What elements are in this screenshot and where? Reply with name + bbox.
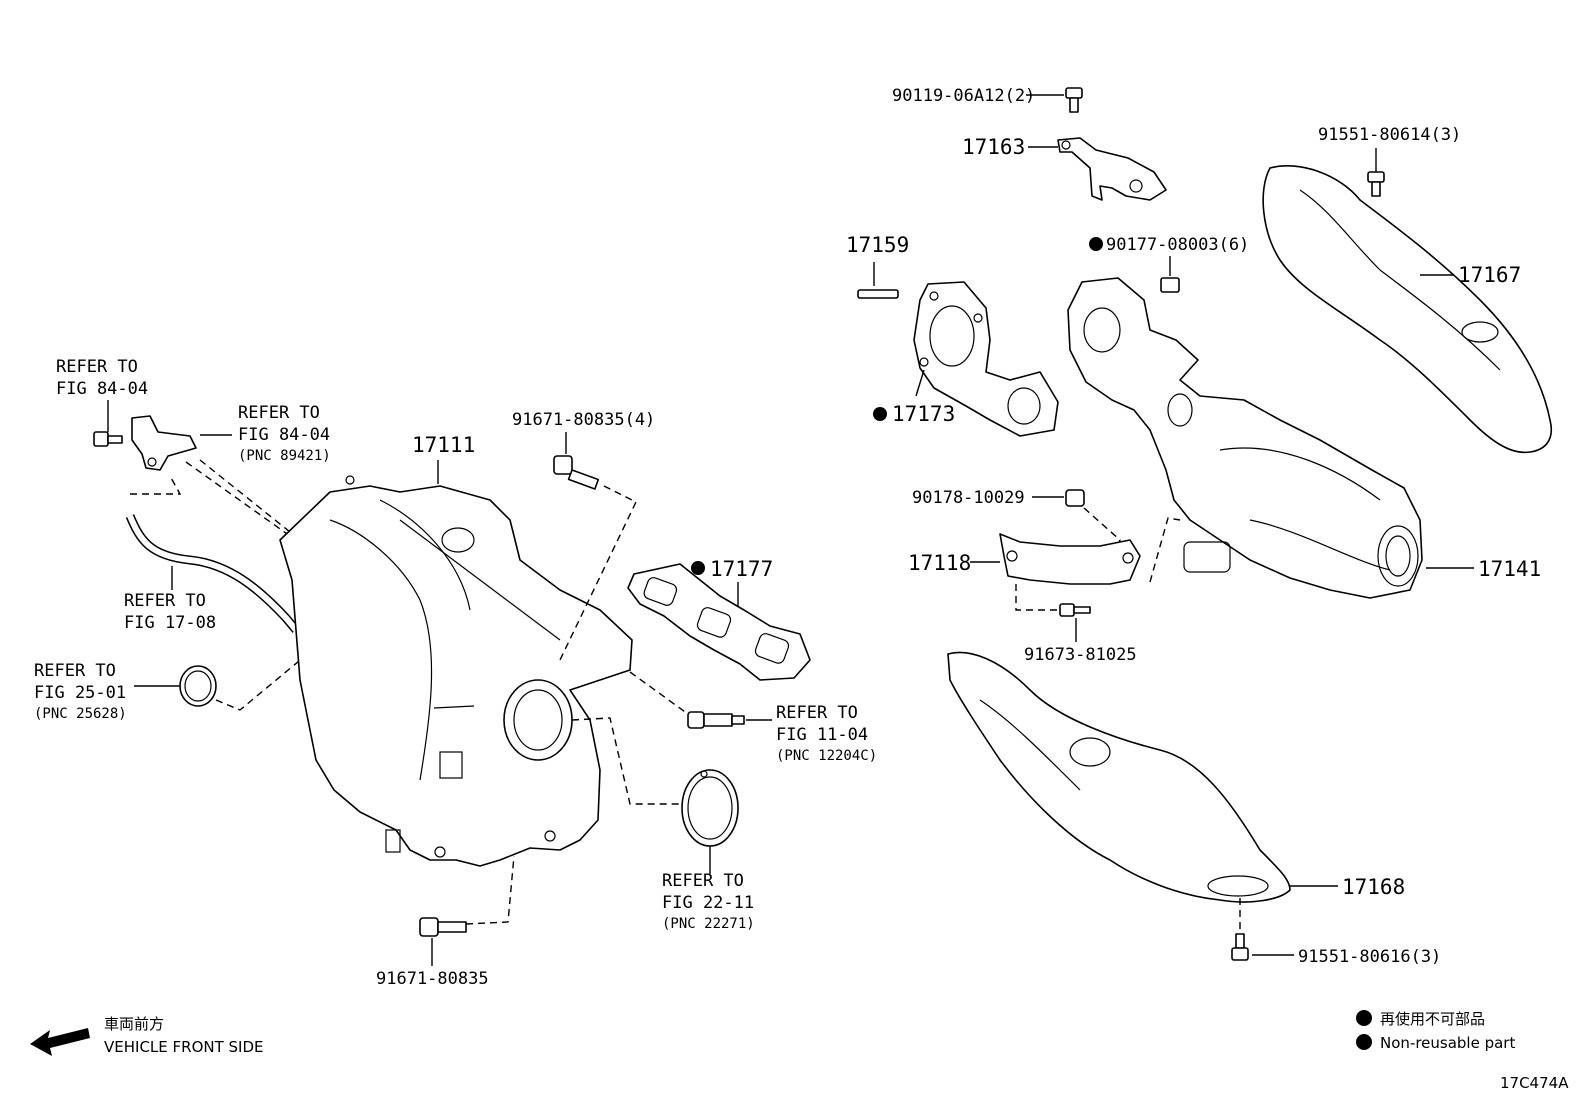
ref1-line2: FIG 84-04 — [56, 379, 148, 399]
label-91671-top: 91671-80835(4) — [512, 410, 655, 430]
sensor-89421-icon — [131, 415, 197, 471]
label-91673: 91673-81025 — [1024, 645, 1137, 665]
hose-ref-17-08-icon — [125, 514, 300, 633]
non-reusable-marker-17173 — [873, 407, 887, 421]
direction-english: VEHICLE FRONT SIDE — [104, 1038, 264, 1056]
bolt-ref-84-04-icon — [93, 431, 123, 447]
legend-english: Non-reusable part — [1380, 1034, 1515, 1052]
ref5-line3: (PNC 12204C) — [776, 748, 877, 764]
diagram-code: 17C474A — [1500, 1074, 1569, 1092]
gasket-17173-icon — [913, 281, 1059, 437]
bolt-91671-top-icon — [553, 455, 600, 490]
label-17163: 17163 — [962, 135, 1025, 159]
ref2-line3: (PNC 89421) — [238, 448, 331, 464]
ref5-line1: REFER TO — [776, 703, 858, 723]
ref3-line2: FIG 17-08 — [124, 613, 216, 633]
ref4-line2: FIG 25-01 — [34, 683, 126, 703]
direction-japanese: 車両前方 — [104, 1015, 164, 1033]
legend-marker-icon — [1356, 1010, 1372, 1026]
ref2-line1: REFER TO — [238, 403, 320, 423]
non-reusable-marker-17177 — [691, 561, 705, 575]
label-17118: 17118 — [908, 551, 971, 575]
label-91551-80616: 91551-80616(3) — [1298, 947, 1441, 967]
pcv-valve-12204c-icon — [687, 711, 745, 729]
ref6-line3: (PNC 22271) — [662, 916, 755, 932]
label-17167: 17167 — [1458, 263, 1521, 287]
heat-insulator-17167-icon — [1262, 165, 1552, 454]
exhaust-manifold-17141-icon — [1067, 277, 1423, 599]
bolt-90119-icon — [1065, 87, 1083, 113]
label-17111: 17111 — [412, 433, 475, 457]
nut-90177-icon — [1160, 277, 1180, 293]
bolt-91673-icon — [1059, 603, 1091, 617]
label-90178: 90178-10029 — [912, 488, 1025, 508]
nut-90178-icon — [1065, 489, 1085, 507]
legend-marker-2-icon — [1356, 1034, 1372, 1050]
gasket-17177-icon — [627, 563, 811, 681]
label-90177: 90177-08003(6) — [1106, 235, 1249, 255]
heat-insulator-17168-icon — [947, 651, 1291, 903]
ref3-line1: REFER TO — [124, 591, 206, 611]
non-reusable-marker-90177 — [1089, 237, 1103, 251]
ref1-line1: REFER TO — [56, 357, 138, 377]
label-90119: 90119-06A12(2) — [892, 86, 1035, 106]
o-ring-25628-icon — [179, 665, 217, 707]
ref5-line2: FIG 11-04 — [776, 725, 868, 745]
bracket-17118-icon — [999, 533, 1141, 585]
bolt-91671-bottom-icon — [419, 917, 467, 937]
ref2-line2: FIG 84-04 — [238, 425, 330, 445]
ref4-line1: REFER TO — [34, 661, 116, 681]
label-91551-80614: 91551-80614(3) — [1318, 125, 1461, 145]
front-direction-arrow-icon — [30, 1028, 90, 1056]
bolt-91551-80616-icon — [1231, 933, 1249, 961]
label-17159: 17159 — [846, 233, 909, 257]
label-91671-bottom: 91671-80835 — [376, 969, 489, 989]
label-17168: 17168 — [1342, 875, 1405, 899]
ref4-line3: (PNC 25628) — [34, 706, 127, 722]
ref6-line2: FIG 22-11 — [662, 893, 754, 913]
label-17177: 17177 — [710, 557, 773, 581]
bracket-17163-icon — [1057, 137, 1167, 201]
bolt-91551-80614-icon — [1367, 171, 1385, 197]
gasket-22271-icon — [681, 769, 739, 847]
label-17173: 17173 — [892, 402, 955, 426]
legend-japanese: 再使用不可部品 — [1380, 1010, 1485, 1028]
intake-manifold-17111-icon — [279, 475, 633, 867]
ref6-line1: REFER TO — [662, 871, 744, 891]
stud-17159-icon — [857, 289, 899, 299]
label-17141: 17141 — [1478, 557, 1541, 581]
